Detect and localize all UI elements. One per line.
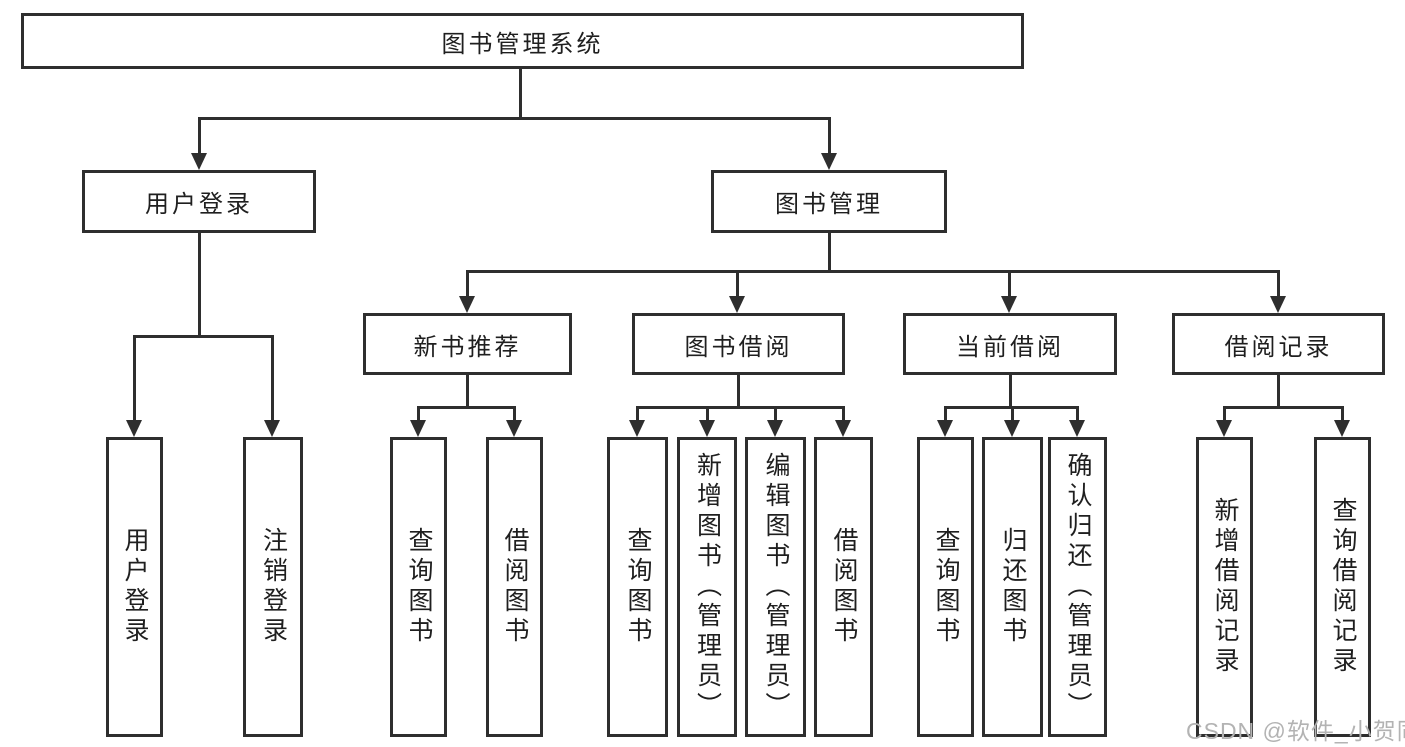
- connector-line: [466, 270, 1280, 273]
- arrowhead-down-icon: [459, 296, 475, 313]
- connector-line: [828, 233, 831, 270]
- connector-line: [774, 406, 777, 420]
- node-label: 注销登录: [259, 527, 288, 647]
- arrowhead-down-icon: [821, 153, 837, 170]
- connector-line: [271, 335, 274, 420]
- connector-line: [417, 406, 420, 420]
- leaf-user-login: 用户登录: [106, 437, 163, 737]
- connector-line: [636, 406, 639, 420]
- connector-line: [198, 117, 201, 153]
- node-label: 用户登录: [121, 527, 149, 647]
- arrowhead-down-icon: [1001, 296, 1017, 313]
- arrowhead-down-icon: [1334, 420, 1350, 437]
- node-label: 用户登录: [145, 191, 253, 218]
- node-label: 查询图书: [932, 527, 960, 647]
- node-label: 查询图书: [405, 527, 433, 647]
- node-new-book-recommend: 新书推荐: [363, 313, 572, 375]
- arrowhead-down-icon: [1216, 420, 1232, 437]
- node-label: 编辑图书（管理员）: [762, 452, 790, 722]
- arrowhead-down-icon: [767, 420, 783, 437]
- node-user-login: 用户登录: [82, 170, 316, 233]
- leaf-query-books: 查询图书: [607, 437, 668, 737]
- arrowhead-down-icon: [629, 420, 645, 437]
- node-book-management: 图书管理: [711, 170, 947, 233]
- node-label: 新增图书（管理员）: [693, 452, 722, 722]
- node-book-borrowing: 图书借阅: [632, 313, 845, 375]
- connector-line: [466, 375, 469, 406]
- connector-line: [828, 117, 831, 153]
- connector-line: [198, 233, 201, 335]
- leaf-add-books-admin: 新增图书（管理员）: [677, 437, 737, 737]
- node-label: 图书管理系统: [441, 30, 604, 58]
- node-label: 查询图书: [624, 527, 652, 647]
- connector-line: [133, 335, 136, 420]
- connector-line: [736, 270, 739, 296]
- arrowhead-down-icon: [699, 420, 715, 437]
- connector-line: [1277, 270, 1280, 296]
- connector-line: [737, 375, 740, 406]
- connector-line: [417, 406, 516, 409]
- connector-line: [1223, 406, 1344, 409]
- connector-line: [1277, 375, 1280, 406]
- connector-line: [198, 117, 831, 120]
- leaf-add-borrow-record: 新增借阅记录: [1196, 437, 1253, 737]
- leaf-query-books: 查询图书: [390, 437, 447, 737]
- connector-line: [842, 406, 845, 420]
- leaf-confirm-return-admin: 确认归还（管理员）: [1048, 437, 1107, 737]
- arrowhead-down-icon: [1069, 420, 1085, 437]
- leaf-return-books: 归还图书: [982, 437, 1043, 737]
- connector-line: [1223, 406, 1226, 420]
- connector-line: [636, 406, 845, 409]
- node-label: 新书推荐: [413, 333, 522, 361]
- connector-line: [513, 406, 516, 420]
- leaf-edit-books-admin: 编辑图书（管理员）: [745, 437, 806, 737]
- connector-line: [1009, 375, 1012, 406]
- node-library-management-system: 图书管理系统: [21, 13, 1024, 69]
- node-label: 确认归还（管理员）: [1064, 452, 1092, 722]
- arrowhead-down-icon: [729, 296, 745, 313]
- node-current-borrowing: 当前借阅: [903, 313, 1117, 375]
- leaf-borrow-books: 借阅图书: [814, 437, 873, 737]
- connector-line: [706, 406, 709, 420]
- connector-line: [1008, 270, 1011, 296]
- arrowhead-down-icon: [937, 420, 953, 437]
- node-label: 新增借阅记录: [1211, 497, 1239, 677]
- connector-line: [1076, 406, 1079, 420]
- connector-line: [944, 406, 947, 420]
- arrowhead-down-icon: [835, 420, 851, 437]
- arrowhead-down-icon: [1004, 420, 1020, 437]
- node-label: 当前借阅: [956, 333, 1064, 361]
- node-label: 图书借阅: [684, 333, 793, 361]
- leaf-query-books: 查询图书: [917, 437, 974, 737]
- arrowhead-down-icon: [264, 420, 280, 437]
- arrowhead-down-icon: [126, 420, 142, 437]
- arrowhead-down-icon: [1270, 296, 1286, 313]
- leaf-logout: 注销登录: [243, 437, 303, 737]
- leaf-query-borrow-record: 查询借阅记录: [1314, 437, 1371, 737]
- connector-line: [133, 335, 274, 338]
- node-label: 借阅记录: [1224, 333, 1333, 361]
- node-label: 归还图书: [999, 527, 1027, 647]
- node-label: 查询借阅记录: [1329, 497, 1357, 677]
- arrowhead-down-icon: [506, 420, 522, 437]
- connector-line: [466, 270, 469, 296]
- csdn-watermark: CSDN @软件_小贺同学: [1186, 718, 1405, 744]
- node-label: 借阅图书: [501, 527, 529, 647]
- node-borrowing-records: 借阅记录: [1172, 313, 1385, 375]
- arrowhead-down-icon: [410, 420, 426, 437]
- node-label: 借阅图书: [830, 527, 858, 647]
- node-label: 图书管理: [775, 191, 883, 218]
- arrowhead-down-icon: [191, 153, 207, 170]
- connector-line: [1341, 406, 1344, 420]
- leaf-borrow-books: 借阅图书: [486, 437, 543, 737]
- connector-line: [519, 69, 522, 120]
- connector-line: [1011, 406, 1014, 420]
